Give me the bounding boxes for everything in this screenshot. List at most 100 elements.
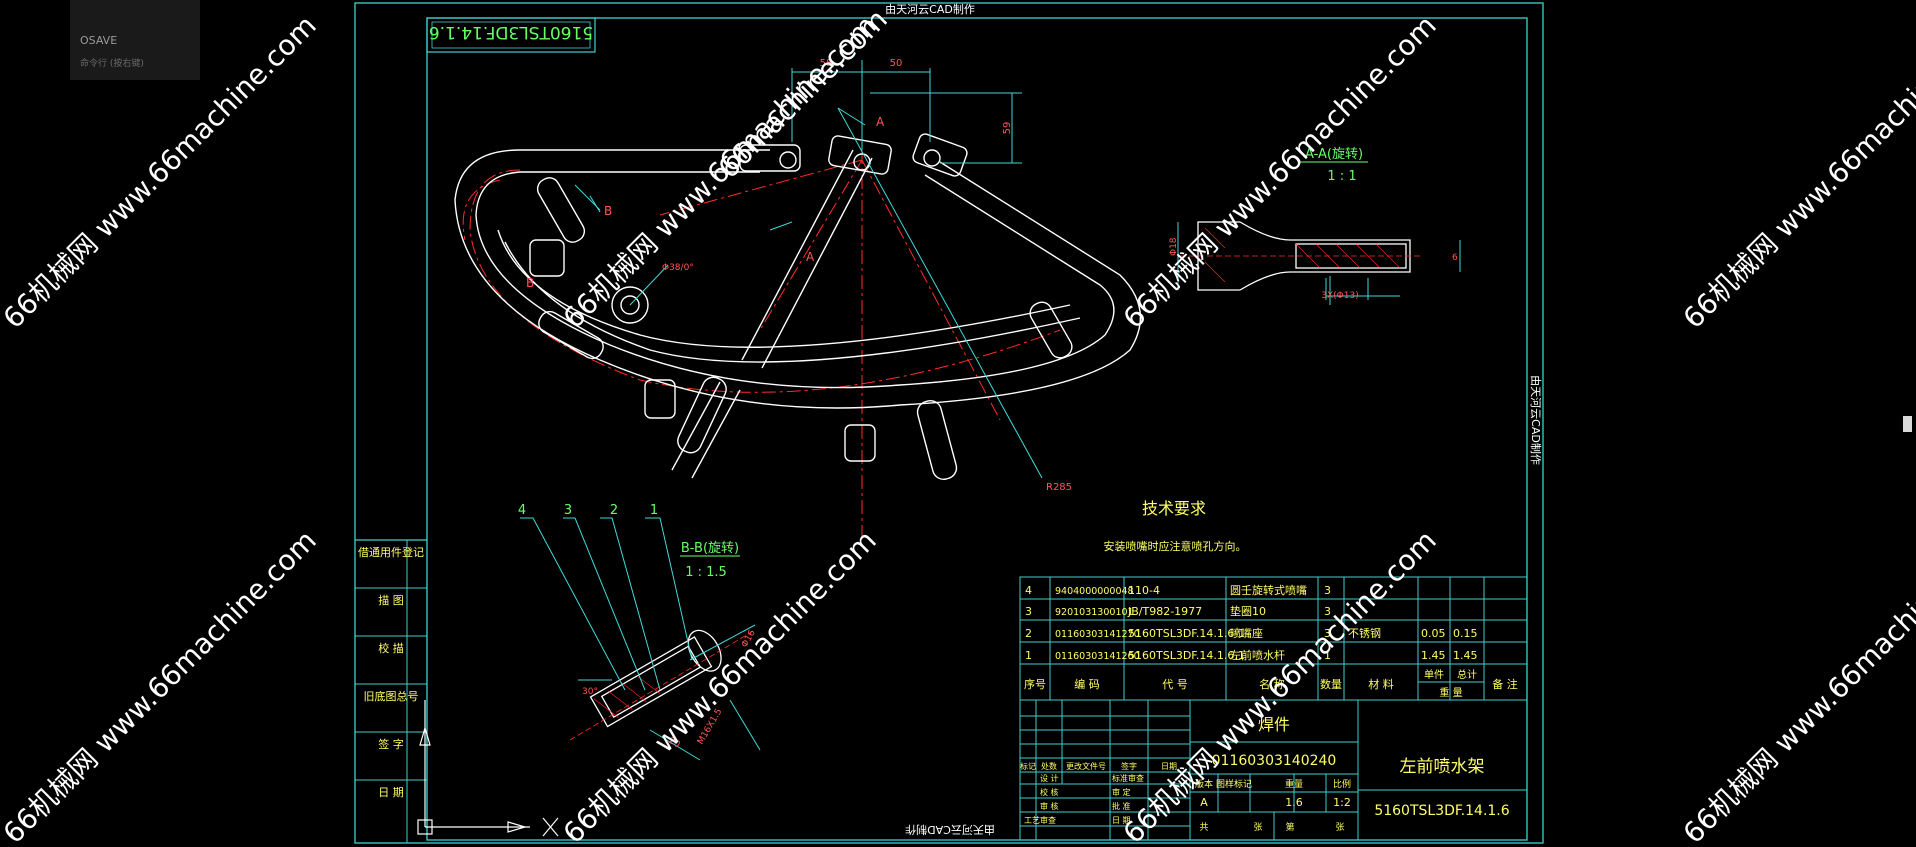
right-label-2: 审 定	[1112, 787, 1131, 797]
watermark-url: www.66machine.com	[1208, 524, 1443, 759]
label-a-top: A	[876, 115, 885, 129]
left-label-4: 工艺审查	[1024, 815, 1056, 825]
watermark-url-alt: 66machine.com	[712, 3, 894, 185]
bom-cell-total: 1.45	[1453, 649, 1478, 662]
bom-cell-qty: 3	[1324, 605, 1331, 618]
left-label-1: 设 计	[1040, 773, 1059, 783]
watermark-brand: 66机械网	[0, 736, 111, 847]
bom-h-name: 名 称	[1259, 677, 1285, 691]
bom-cell-qty: 3	[1324, 627, 1331, 640]
section-bb-title: B-B(旋转)	[681, 541, 739, 556]
bom-cell-name: 左前喷水杆	[1230, 648, 1285, 662]
section-bb-dim-30: 30°	[582, 687, 598, 697]
section-aa-dim-w: 3X(Φ13)	[1321, 291, 1358, 301]
bom-cell-name: 垫圈10	[1230, 604, 1266, 618]
bom-cell-no: 1	[1025, 649, 1032, 662]
dim-angle: Φ38/0°	[662, 263, 694, 273]
bom-h-weight: 重 量	[1439, 686, 1462, 699]
watermark-text: 66机械网 www.66machine.com	[1677, 524, 1916, 847]
bom-cell-qty: 1	[1324, 649, 1331, 662]
change-label-1: 标记	[1020, 761, 1036, 771]
label-b-top: B	[604, 204, 612, 218]
watermark-brand: 66机械网	[1677, 736, 1791, 847]
bom-cell-no: 2	[1025, 627, 1032, 640]
dim-r285: R285	[1046, 482, 1072, 493]
main-view: 58 50 59 R285 Φ38/0° A A B B	[454, 58, 1142, 540]
watermark-brand: 66机械网	[557, 221, 671, 335]
strip-label-5: 签 字	[378, 737, 404, 751]
title-part-name: 左前喷水架	[1400, 757, 1485, 777]
strip-label-4: 旧底图总号	[364, 689, 419, 703]
strip-label-1: 借通用件登记	[358, 545, 424, 559]
dim-59: 59	[1002, 122, 1013, 135]
strip-label-2: 描 图	[378, 593, 404, 607]
bom-cell-code: 01160303141270	[1055, 629, 1140, 640]
sheet-label-1: 共	[1199, 822, 1208, 833]
col-label-4: 比例	[1333, 778, 1351, 790]
sheet-label-2: 张	[1253, 822, 1262, 833]
frame-caption-right: 由天河云CAD制作	[1529, 375, 1543, 465]
label-b-left: B	[526, 276, 534, 290]
left-label-2: 校 核	[1040, 787, 1059, 797]
command-overlay-panel	[70, 0, 200, 80]
bom-header: 序号 编 码 代 号 名 称 数量 材 料 单件 总计 重 量 备 注	[1024, 668, 1518, 699]
spokes	[671, 133, 968, 479]
bom-h-total: 总计	[1457, 668, 1477, 681]
title-part-code: 01160303140240	[1212, 753, 1337, 769]
label-a-mid: A	[806, 250, 815, 264]
frame-caption-top: 由天河云CAD制作	[885, 2, 975, 16]
title-weight: 1.6	[1285, 796, 1303, 809]
col-label-2: 图样标记	[1216, 778, 1252, 790]
sheet-label-4: 张	[1335, 822, 1344, 833]
bom-h-drawing: 代 号	[1162, 678, 1188, 691]
col-label-3: 重量	[1285, 778, 1303, 790]
section-aa-scale: 1 : 1	[1327, 169, 1356, 184]
watermark-url: www.66machine.com	[88, 9, 323, 244]
bom-h-no: 序号	[1024, 677, 1046, 691]
right-label-1: 标准审查	[1112, 773, 1144, 783]
title-drawing-no: 5160TSL3DF.14.1.6	[1374, 803, 1509, 819]
bom-cell-qty: 3	[1324, 584, 1331, 597]
change-label-4: 签字	[1121, 761, 1137, 771]
change-label-5: 日期	[1161, 762, 1177, 771]
dim-58: 58	[820, 58, 833, 69]
mirrored-drawing-code: 5160TSL3DF.14.1.6	[429, 22, 593, 42]
watermark-text: 66机械网 www.66machine.com	[1677, 9, 1916, 335]
bom-cell-code: 01160303141260	[1055, 651, 1140, 662]
title-block-grid	[1019, 699, 1528, 841]
bom-cell-code: 9404000000048	[1055, 586, 1134, 597]
bom-cell-drawing: 5160TSL3DF.14.1.6-1	[1128, 627, 1245, 640]
watermark-brand: 66机械网	[557, 736, 671, 847]
bom-cell-material: 不锈钢	[1348, 627, 1381, 640]
ucs-icon	[417, 700, 559, 837]
balloon-2: 2	[610, 503, 618, 518]
vertical-scrollbar-thumb[interactable]	[1903, 416, 1912, 432]
title-part-type: 焊件	[1258, 715, 1290, 734]
watermark-url: www.66machine.com	[1768, 524, 1916, 759]
bom-h-remark: 备 注	[1492, 677, 1518, 691]
panel-line-2: 命令行 (按右键)	[80, 57, 144, 69]
left-label-3: 审 核	[1040, 801, 1059, 811]
bom-cell-code: 9201031300101	[1055, 607, 1134, 618]
balloon-3: 3	[564, 503, 572, 518]
sheet-label-3: 第	[1285, 821, 1294, 833]
bom-cell-no: 3	[1025, 605, 1032, 618]
change-label-2: 处数	[1041, 761, 1057, 771]
dim-50: 50	[890, 58, 903, 69]
section-aa-dim-h: 6	[1452, 253, 1458, 263]
left-revision-strip	[355, 540, 427, 843]
watermark-url: www.66machine.com	[1208, 9, 1443, 244]
watermark-text: 66机械网 www.66machine.com	[1117, 9, 1443, 335]
mirrored-code-box: 5160TSL3DF.14.1.6	[426, 17, 596, 53]
watermark-brand: 66机械网	[0, 221, 111, 335]
watermark-text: 66机械网 www.66machine.com	[0, 524, 323, 847]
title-scale: 1:2	[1333, 796, 1351, 809]
bom-cell-drawing: 5160TSL3DF.14.1.6.1	[1128, 649, 1245, 662]
col-label-1: 版本	[1195, 778, 1213, 790]
bom-cell-no: 4	[1025, 584, 1032, 597]
watermark-url: www.66machine.com	[648, 524, 883, 759]
watermark-brand: 66机械网	[1117, 736, 1231, 847]
bom-cell-unit: 0.05	[1421, 627, 1446, 640]
